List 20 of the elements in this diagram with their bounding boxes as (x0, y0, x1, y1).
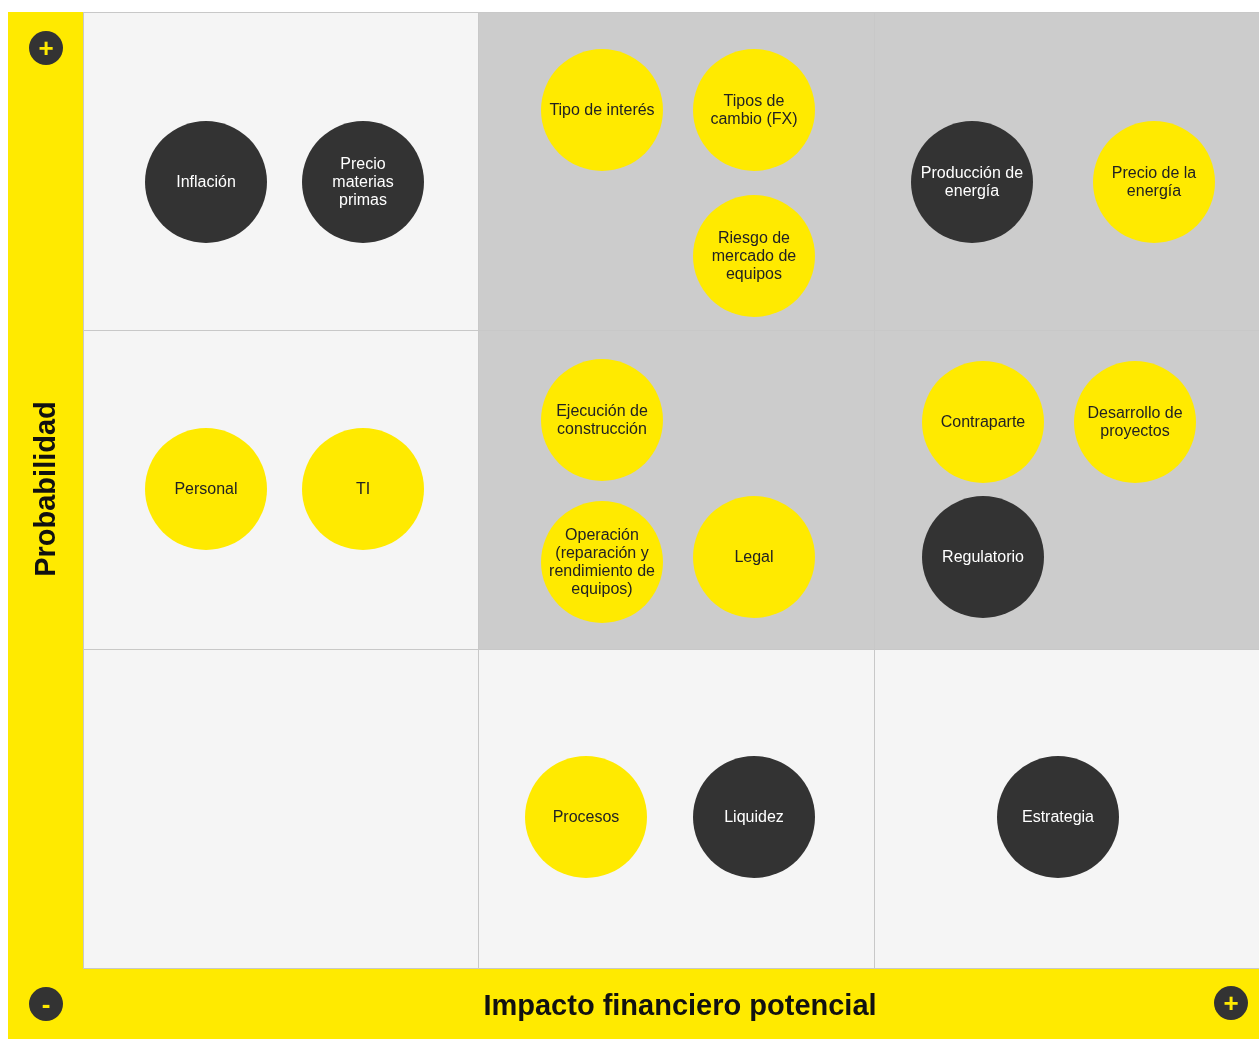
risk-label: Precio materias primas (331, 155, 395, 209)
risk-label: Legal (734, 548, 774, 566)
risk-label: Precio de la energía (1110, 164, 1198, 200)
risk-label: Procesos (552, 808, 620, 826)
risk-label: Operación (reparación y rendimiento de equipos) (548, 526, 656, 598)
risk-label: Tipos de cambio (FX) (709, 92, 799, 128)
axis-title: Probabilidad (28, 400, 62, 579)
risk-label: Regulatorio (942, 548, 1024, 566)
risk-label: Personal (174, 480, 238, 498)
risk-label: TI (355, 480, 371, 498)
risk-label: Estrategia (1021, 808, 1094, 826)
risk-label: Contraparte (940, 413, 1026, 431)
risk-label: Tipo de interés (549, 101, 655, 119)
risk-label: Ejecución de construcción (555, 402, 649, 438)
risk-label: Riesgo de mercado de equipos (710, 229, 798, 283)
risk-label: Inflación (176, 173, 236, 191)
axis-title: Impacto financiero potencial (482, 988, 878, 1023)
risk-label: Desarrollo de proyectos (1086, 404, 1184, 440)
risk-label: Producción de energía (919, 164, 1025, 200)
risk-label: Liquidez (724, 808, 784, 826)
